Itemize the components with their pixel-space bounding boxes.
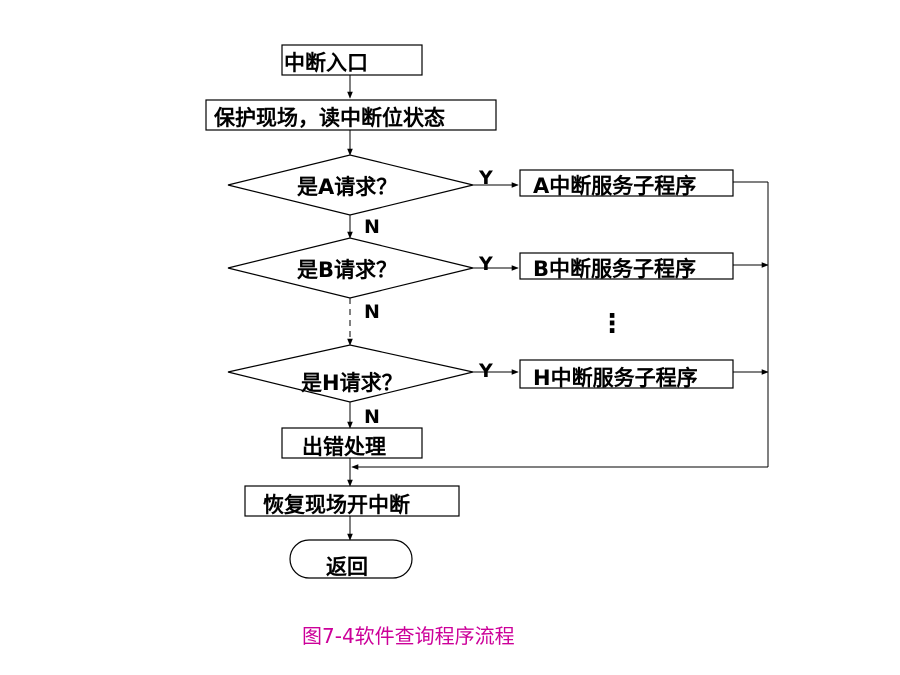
service-a-node: A中断服务子程序	[519, 169, 734, 198]
service-a-label: A中断服务子程序	[533, 174, 696, 198]
decision-a-yes-label: Y	[478, 167, 493, 189]
restore-label: 恢复现场开中断	[263, 493, 410, 517]
decision-h-label: 是H请求？	[301, 371, 403, 395]
decision-a: 是A请求？	[227, 154, 474, 216]
decision-a-label: 是A请求？	[297, 175, 397, 199]
service-b-node: B中断服务子程序	[519, 252, 734, 281]
return-node: 返回	[289, 539, 413, 579]
protect-label: 保护现场，读中断位状态	[213, 106, 445, 130]
decision-h-yes-label: Y	[478, 360, 493, 382]
figure-caption: 图7-4软件查询程序流程	[302, 624, 515, 648]
error-label: 出错处理	[302, 435, 386, 459]
decision-b-yes-label: Y	[478, 253, 493, 275]
decision-b-no-label: N	[364, 301, 380, 323]
return-label: 返回	[326, 555, 368, 579]
service-h-node: H中断服务子程序	[519, 359, 734, 390]
decision-b-label: 是B请求？	[297, 258, 397, 282]
restore-node: 恢复现场开中断	[244, 485, 460, 517]
decision-h-no-label: N	[364, 406, 380, 428]
decision-b: 是B请求？	[227, 237, 474, 299]
decision-a-no-label: N	[364, 216, 380, 238]
ellipsis-dots: ⋮	[599, 309, 625, 339]
entry-node: 中断入口	[281, 44, 423, 76]
protect-node: 保护现场，读中断位状态	[205, 99, 497, 131]
service-h-label: H中断服务子程序	[533, 366, 698, 390]
entry-label: 中断入口	[284, 51, 368, 75]
decision-h: 是H请求？	[227, 344, 474, 403]
service-b-label: B中断服务子程序	[533, 257, 696, 281]
error-node: 出错处理	[281, 427, 423, 459]
